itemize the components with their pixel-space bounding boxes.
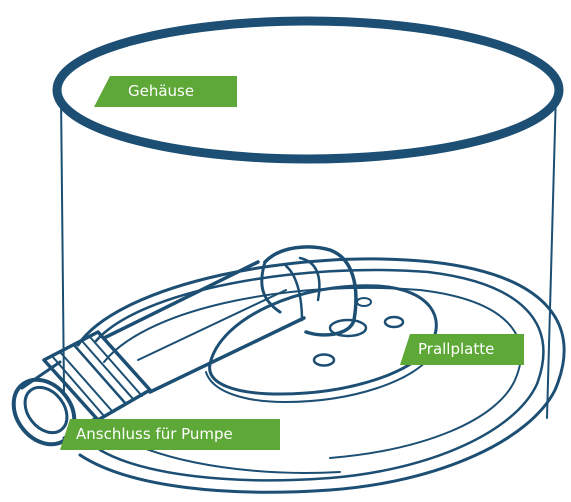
label-pump-connection: Anschluss für Pumpe [60,419,280,450]
elbow-fitting [260,245,358,337]
housing-right-wall [546,91,557,419]
label-housing: Gehäuse [94,76,237,107]
union-connector [42,330,152,422]
housing-left-wall [60,94,65,393]
label-impact-plate: Prallplatte [400,334,524,365]
impact-plate [205,284,438,403]
base-plate [76,257,566,494]
pipe [102,260,306,394]
housing-top-rim [52,16,564,164]
